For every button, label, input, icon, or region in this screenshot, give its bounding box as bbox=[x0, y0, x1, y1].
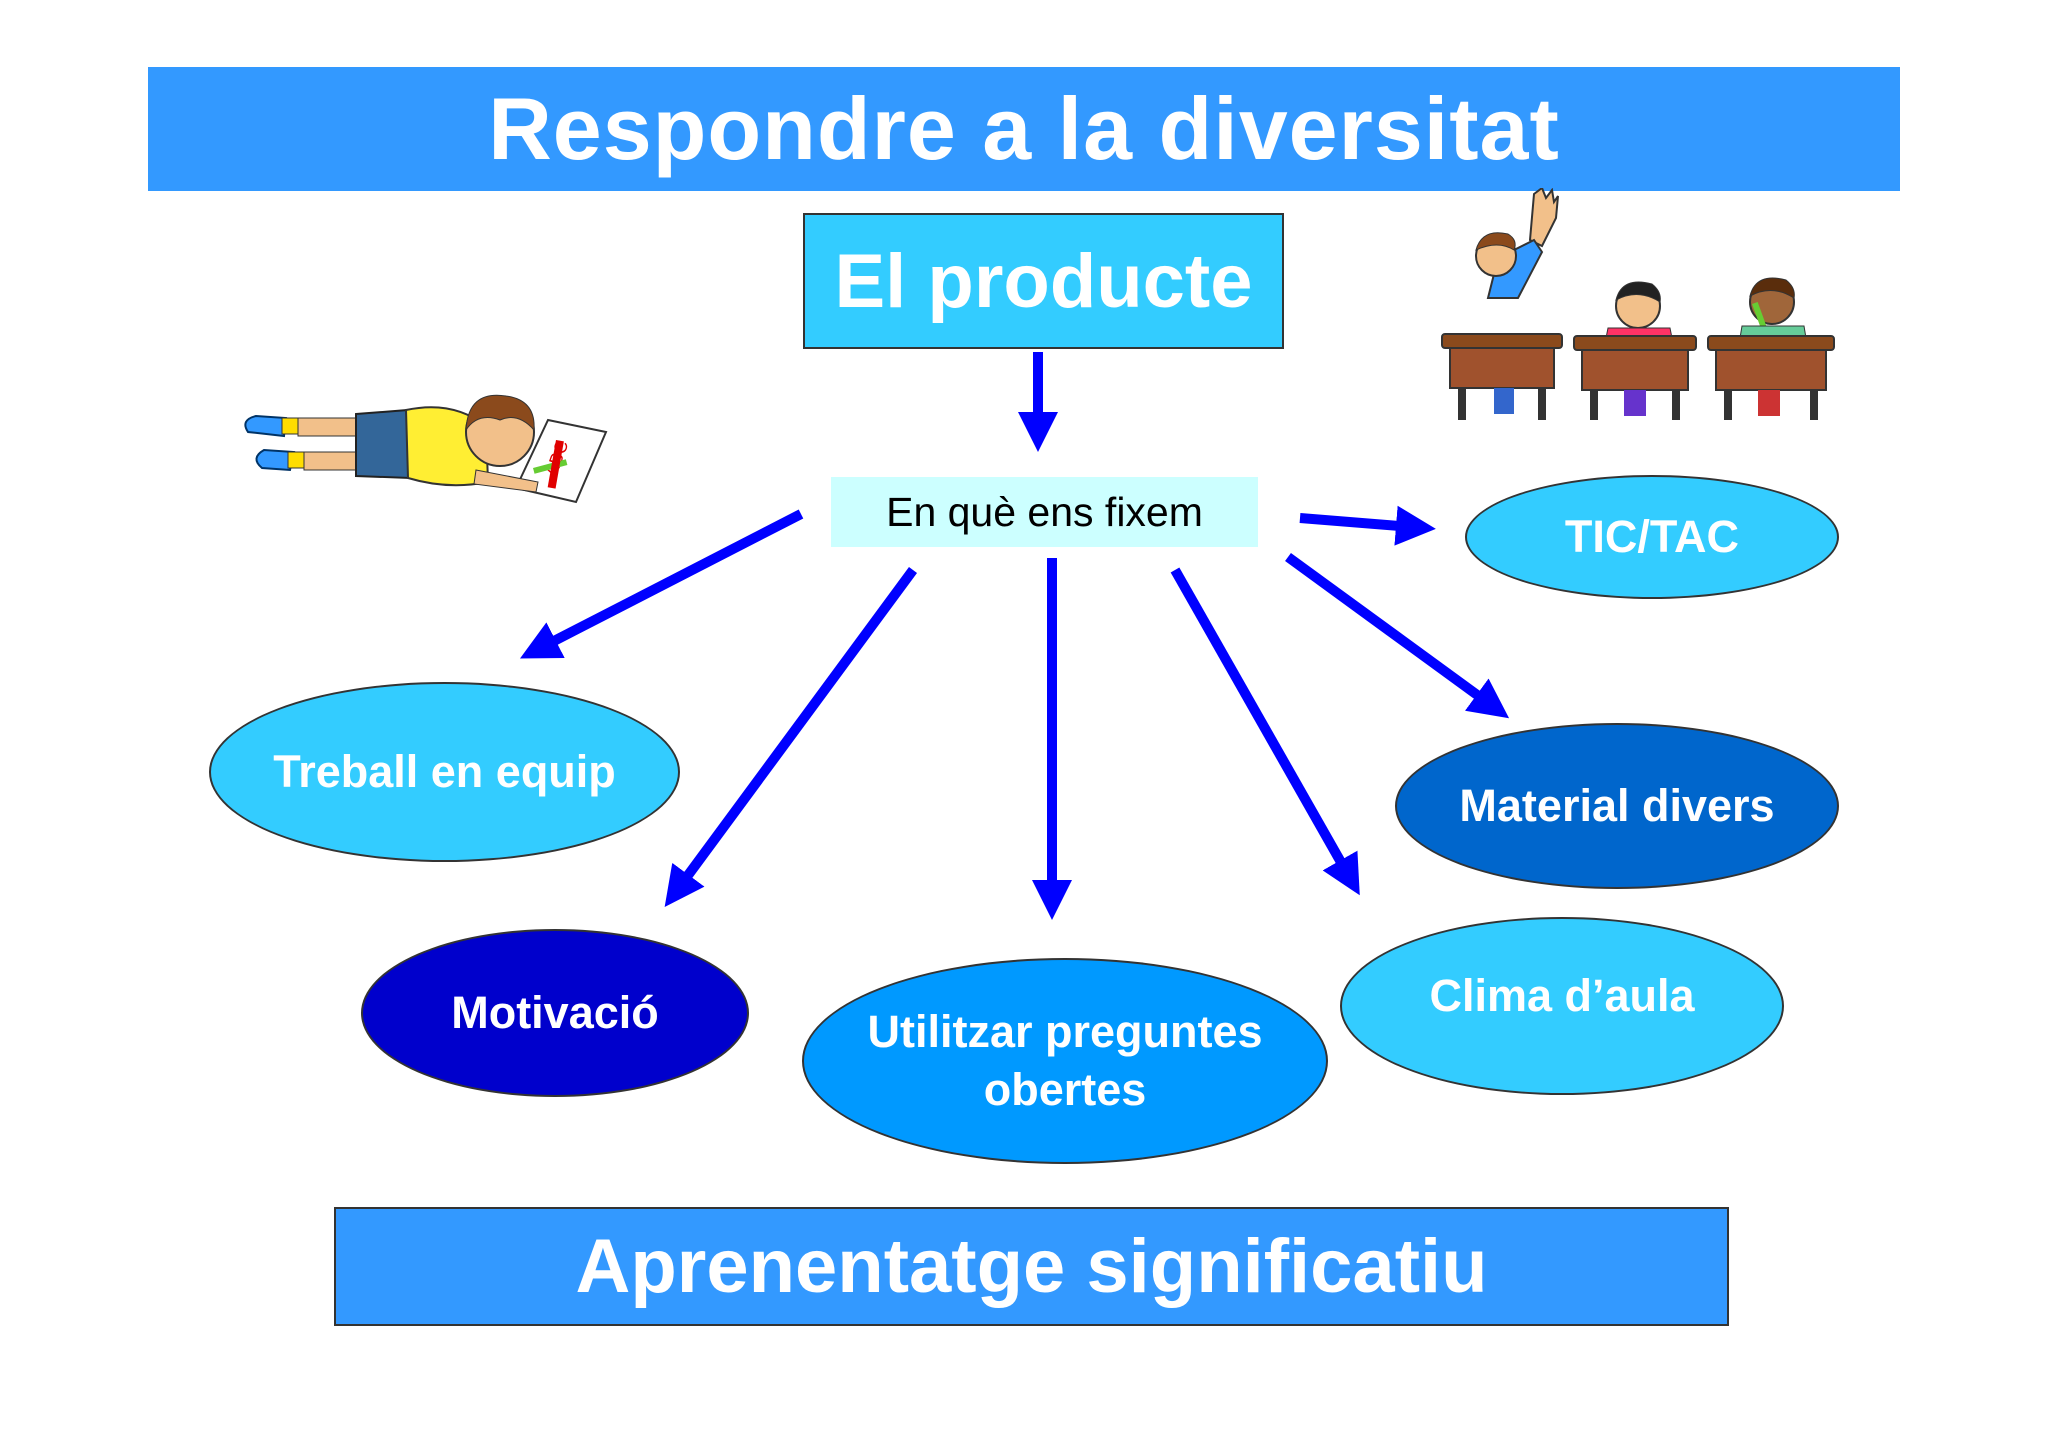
arrow-to-treball bbox=[519, 509, 804, 659]
product-label: El producte bbox=[834, 238, 1253, 324]
conclusion-label: Aprenentatge significatiu bbox=[575, 1224, 1488, 1309]
node-motivacio-label: Motivació bbox=[451, 986, 659, 1038]
students-at-desks-clipart bbox=[1441, 188, 1835, 420]
focus-box: En què ens fixem bbox=[831, 477, 1258, 547]
node-treball-label: Treball en equip bbox=[273, 745, 616, 797]
arrow-to-material bbox=[1285, 552, 1510, 719]
node-tic-tac: TIC/TAC bbox=[1465, 475, 1839, 599]
product-box: El producte bbox=[803, 213, 1284, 349]
child-drawing-clipart: ABC bbox=[244, 394, 608, 504]
node-utilitzar-label: Utilitzar preguntes obertes bbox=[867, 1005, 1263, 1116]
node-treball-en-equip: Treball en equip bbox=[209, 682, 680, 862]
arrow-to-motivacio bbox=[664, 567, 918, 907]
node-motivacio: Motivació bbox=[361, 929, 749, 1097]
focus-label: En què ens fixem bbox=[886, 488, 1203, 535]
node-utilitzar-preguntes: Utilitzar preguntes obertes bbox=[802, 958, 1328, 1164]
node-clima-aula: Clima d’aula bbox=[1340, 917, 1784, 1095]
arrow-to-clima bbox=[1170, 567, 1360, 896]
node-tic-tac-label: TIC/TAC bbox=[1564, 510, 1740, 562]
page-title: Respondre a la diversitat bbox=[488, 79, 1560, 178]
node-material-divers: Material divers bbox=[1395, 723, 1839, 889]
title-banner: Respondre a la diversitat bbox=[148, 67, 1900, 191]
node-material-label: Material divers bbox=[1459, 779, 1775, 831]
conclusion-banner: Aprenentatge significatiu bbox=[334, 1207, 1729, 1326]
node-clima-label: Clima d’aula bbox=[1429, 969, 1695, 1021]
arrow-to-tic bbox=[1299, 505, 1436, 546]
